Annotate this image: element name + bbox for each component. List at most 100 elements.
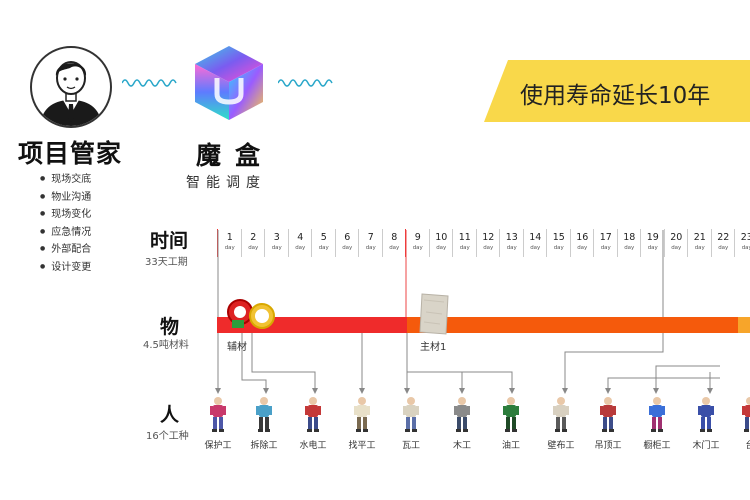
worker-label: 橱柜工	[643, 441, 671, 451]
manager-avatar	[30, 46, 112, 128]
day-number: 16	[576, 232, 589, 243]
wave-connector-icon	[122, 79, 177, 87]
day-unit: day	[530, 245, 541, 251]
worker-figure-icon	[403, 397, 419, 432]
day-unit: day	[577, 245, 588, 251]
day-unit: day	[295, 245, 306, 251]
day-unit: day	[224, 245, 235, 251]
day-unit: day	[624, 245, 635, 251]
timeline-day: 14 day	[522, 229, 548, 257]
day-number: 7	[367, 232, 374, 243]
day-unit: day	[647, 245, 658, 251]
worker-label: 壁布工	[547, 441, 575, 451]
worker-label: 油工	[501, 441, 520, 451]
day-number: 14	[529, 232, 542, 243]
day-unit: day	[600, 245, 611, 251]
day-number: 23	[740, 232, 750, 243]
timeline-day: 10 day	[428, 229, 454, 257]
banner-text: 使用寿命延长10年	[520, 83, 711, 109]
worker-figure-icon	[698, 397, 714, 432]
material-row-label: 物	[160, 316, 180, 338]
worker-label: 吊顶工	[594, 441, 622, 451]
day-unit: day	[483, 245, 494, 251]
timeline-day: 19 day	[640, 229, 665, 257]
day-unit: day	[459, 245, 470, 251]
worker-figure-icon	[600, 397, 616, 432]
day-unit: day	[718, 245, 729, 251]
list-item: 现场交底	[40, 172, 91, 190]
day-unit: day	[248, 245, 259, 251]
manager-duty-list: 现场交底 物业沟通 现场变化 应急情况 外部配合 设计变更	[40, 172, 91, 277]
day-unit: day	[694, 245, 705, 251]
worker-label: 木门工	[692, 441, 720, 451]
day-number: 17	[599, 232, 612, 243]
worker-label: 水电工	[299, 441, 327, 451]
list-item: 设计变更	[40, 260, 91, 278]
day-number: 3	[273, 232, 280, 243]
list-item: 应急情况	[40, 225, 91, 243]
worker-figure-icon	[742, 397, 750, 432]
worker-figure-icon	[503, 397, 519, 432]
day-number: 19	[646, 232, 659, 243]
worker-figure-icon	[553, 397, 569, 432]
day-unit: day	[506, 245, 517, 251]
time-row-label: 时间	[150, 230, 189, 252]
worker-figure-icon	[210, 397, 226, 432]
material-bar-next	[738, 317, 750, 333]
day-unit: day	[271, 245, 282, 251]
timeline-day: 2 day	[240, 229, 266, 257]
day-number: 21	[693, 232, 706, 243]
day-unit: day	[342, 245, 353, 251]
list-item: 物业沟通	[40, 190, 91, 208]
worker-label: 拆除工	[250, 441, 278, 451]
material-label: 主材1	[420, 342, 447, 353]
material-label: 辅材	[227, 342, 247, 353]
tape-rolls-icon	[227, 299, 275, 329]
day-number: 10	[435, 232, 448, 243]
day-number: 22	[717, 232, 730, 243]
material-row-sub: 4.5吨材料	[143, 340, 189, 351]
worker-figure-icon	[649, 397, 665, 432]
day-unit: day	[741, 245, 750, 251]
wave-connector-icon	[278, 79, 333, 87]
day-number: 6	[344, 232, 351, 243]
worker-figure-icon	[454, 397, 470, 432]
timeline-day: 6 day	[334, 229, 360, 257]
day-unit: day	[318, 245, 329, 251]
material-bar-main	[407, 317, 740, 333]
day-number: 4	[297, 232, 304, 243]
timeline-day: 23 day	[734, 229, 750, 257]
timeline-day: 5 day	[311, 229, 336, 257]
magic-box-cube-icon	[195, 46, 263, 120]
manager-title: 项目管家	[18, 139, 123, 168]
timeline-day: 16 day	[569, 229, 595, 257]
day-number: 13	[505, 232, 518, 243]
people-row-sub: 16个工种	[146, 431, 189, 442]
timeline-day: 17 day	[593, 229, 618, 257]
tile-icon	[419, 293, 449, 335]
timeline-day: 22 day	[710, 229, 736, 257]
day-unit: day	[436, 245, 447, 251]
day-number: 2	[250, 232, 257, 243]
worker-label: 找平工	[348, 441, 376, 451]
day-number: 9	[414, 232, 421, 243]
list-item: 现场变化	[40, 207, 91, 225]
timeline-day: 3 day	[264, 229, 289, 257]
day-number: 5	[320, 232, 327, 243]
worker-figure-icon	[256, 397, 272, 432]
worker-label: 保护工	[204, 441, 232, 451]
worker-figure-icon	[305, 397, 321, 432]
people-row-label: 人	[160, 404, 180, 426]
banner	[484, 60, 750, 122]
time-row-sub: 33天工期	[145, 257, 188, 268]
worker-label: 木工	[452, 441, 471, 451]
